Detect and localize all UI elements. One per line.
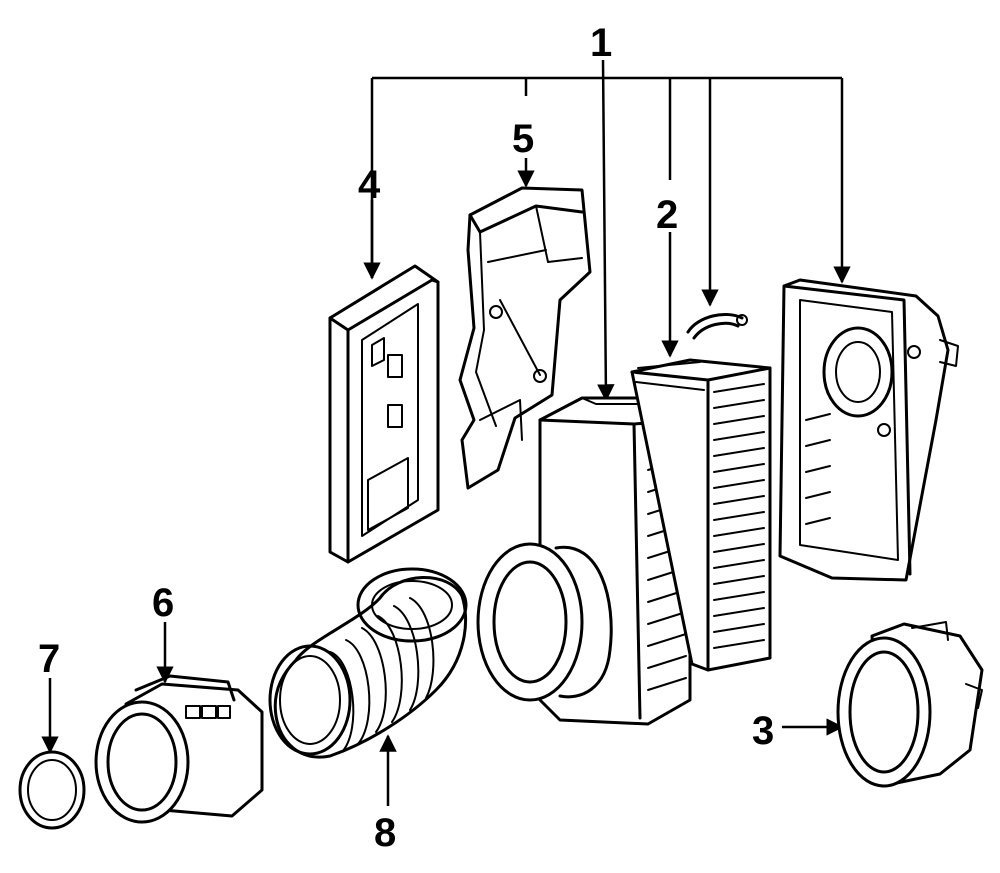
part-1-air-cleaner-housing	[476, 396, 692, 726]
callout-3: 3	[752, 709, 774, 753]
retaining-clip	[686, 313, 748, 340]
leader-lines	[41, 59, 851, 806]
part-4-cover-plate	[328, 264, 440, 564]
callout-2: 2	[656, 193, 678, 237]
lower-housing	[778, 278, 959, 582]
callout-labels: 1 2 3 4 5 6 7 8	[38, 21, 774, 855]
callout-6: 6	[152, 581, 174, 625]
part-5-housing-bracket	[458, 186, 592, 490]
part-7-clamp-ring	[18, 750, 86, 830]
part-6-mass-air-flow-sensor	[94, 674, 264, 824]
callout-7: 7	[38, 637, 60, 681]
callout-1: 1	[590, 21, 612, 65]
callout-4: 4	[358, 163, 381, 207]
part-3-outlet-duct	[836, 621, 984, 788]
part-8-intake-hose	[268, 567, 468, 759]
part-2-filter-element	[630, 358, 772, 672]
callout-8: 8	[374, 811, 396, 855]
callout-5: 5	[512, 117, 534, 161]
